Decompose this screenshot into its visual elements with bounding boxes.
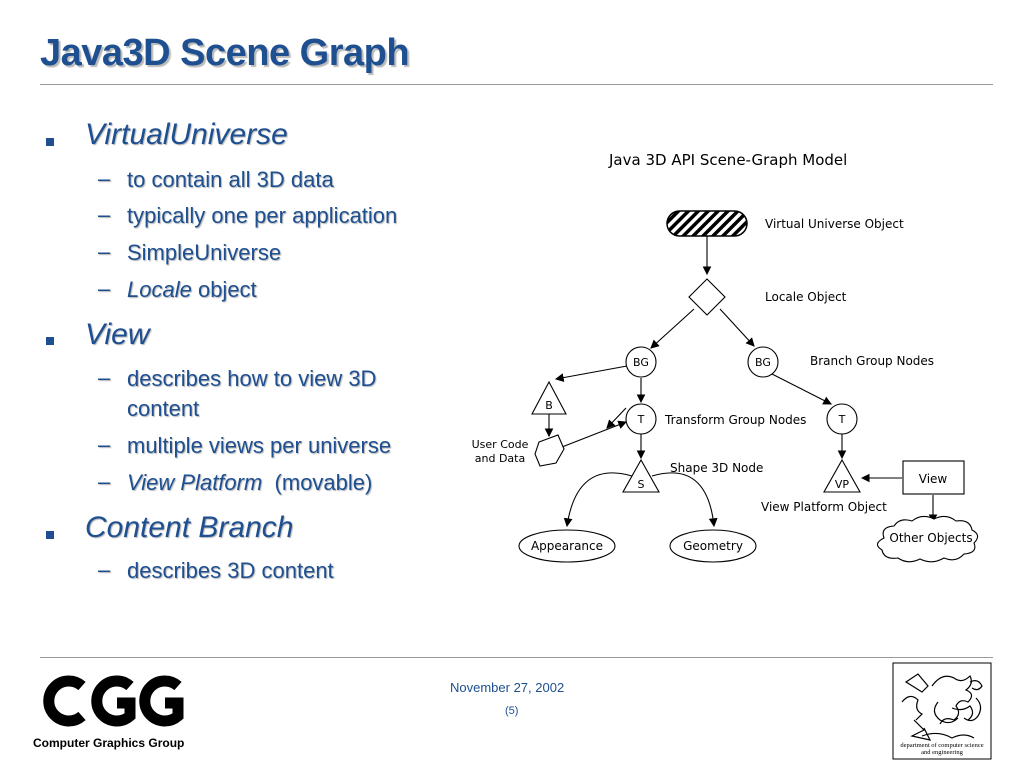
bg-node-label: BG <box>633 356 649 369</box>
transform-group-node-1 <box>625 403 657 435</box>
bullet-marker <box>46 531 54 539</box>
virtual-universe-label: Virtual Universe Object <box>765 217 904 231</box>
virtual-universe-node <box>666 210 748 237</box>
dash-marker: – <box>98 202 111 227</box>
transform-group-label: Transform Group Nodes <box>664 413 806 427</box>
sub-bullet: typically one per application <box>127 203 398 228</box>
edge-s-appearance <box>563 472 633 528</box>
page-number: (5) <box>505 705 519 717</box>
vp-node-label: VP <box>835 478 850 491</box>
bullet-view: View <box>85 318 150 351</box>
locale-italic: Locale <box>127 277 192 302</box>
dept-text-line2: and engineering <box>921 749 963 756</box>
view-node <box>902 460 965 495</box>
bullet-content-branch: Content Branch <box>85 511 294 544</box>
behavior-node <box>531 380 567 415</box>
view-platform-node <box>823 458 861 493</box>
footer-date: November 27, 2002 <box>450 680 565 695</box>
edge-s-geometry <box>651 472 718 528</box>
locale-node <box>688 278 726 316</box>
transform-group-node-2 <box>826 403 858 435</box>
sub-bullet-locale: Locale object <box>127 275 257 305</box>
title-divider <box>40 84 993 85</box>
geometry-node <box>669 529 757 563</box>
sub-bullet-view-platform: View Platform (movable) <box>127 468 372 498</box>
t-node-label: T <box>838 413 846 426</box>
footer-divider <box>40 657 993 658</box>
user-code-label-2: and Data <box>475 452 525 465</box>
dash-marker: – <box>98 365 111 390</box>
dash-marker: – <box>98 432 111 457</box>
s-node-label: S <box>638 478 645 491</box>
sub-bullet: describes 3D content <box>127 558 334 583</box>
b-node-label: B <box>545 399 553 412</box>
view-platform-italic: View Platform <box>127 470 263 495</box>
bullet-marker <box>46 337 54 345</box>
cgg-logo <box>43 675 184 727</box>
dash-marker: – <box>98 557 111 582</box>
other-objects-label: Other Objects <box>889 531 972 545</box>
department-logo: department of computer science and engin… <box>892 662 992 760</box>
sub-bullet: multiple views per universe <box>127 433 392 458</box>
locale-rest: object <box>191 277 257 302</box>
shape3d-node <box>622 458 660 493</box>
view-platform-label: View Platform Object <box>761 500 887 514</box>
dash-marker: – <box>98 239 111 264</box>
user-code-node <box>534 434 565 467</box>
view-platform-rest: (movable) <box>262 470 373 495</box>
branch-group-label: Branch Group Nodes <box>810 354 934 368</box>
other-objects-node <box>876 515 979 563</box>
geometry-label: Geometry <box>683 539 743 553</box>
edge-t1-usercode <box>606 407 627 429</box>
sub-bullet: SimpleUniverse <box>127 240 282 265</box>
bg-node-label: BG <box>755 356 771 369</box>
branch-group-node-2 <box>747 346 779 378</box>
logo-caption: Computer Graphics Group <box>33 736 185 750</box>
slide-title: Java3D Scene Graph <box>40 32 410 74</box>
dash-marker: – <box>98 166 111 191</box>
bullet-virtual-universe: VirtualUniverse <box>85 118 288 151</box>
appearance-label: Appearance <box>531 539 603 553</box>
dash-marker: – <box>98 469 111 494</box>
edge-locale-bg2 <box>719 308 755 347</box>
locale-label: Locale Object <box>765 290 847 304</box>
bullet-marker <box>46 138 54 146</box>
diagram-title: Java 3D API Scene-Graph Model <box>608 151 847 169</box>
shape3d-label: Shape 3D Node <box>670 461 763 475</box>
sub-bullet: describes how to view 3D <box>127 366 377 391</box>
dash-marker: – <box>98 276 111 301</box>
edge-bg2-t2 <box>771 373 832 405</box>
appearance-node <box>518 529 616 563</box>
t-node-label: T <box>637 413 645 426</box>
edge-locale-bg1 <box>650 308 695 349</box>
view-node-label: View <box>919 472 948 486</box>
dept-text-line1: department of computer science <box>900 742 983 749</box>
sub-bullet-continued: content <box>127 396 200 421</box>
sub-bullet: to contain all 3D data <box>127 167 334 192</box>
branch-group-node-1 <box>625 346 657 378</box>
scene-graph-diagram: Java 3D API Scene-Graph Model Virtual Un… <box>472 151 979 563</box>
edge-bg1-b <box>554 365 628 382</box>
edge-usercode-t1 <box>561 420 628 448</box>
user-code-label-1: User Code <box>472 438 529 451</box>
